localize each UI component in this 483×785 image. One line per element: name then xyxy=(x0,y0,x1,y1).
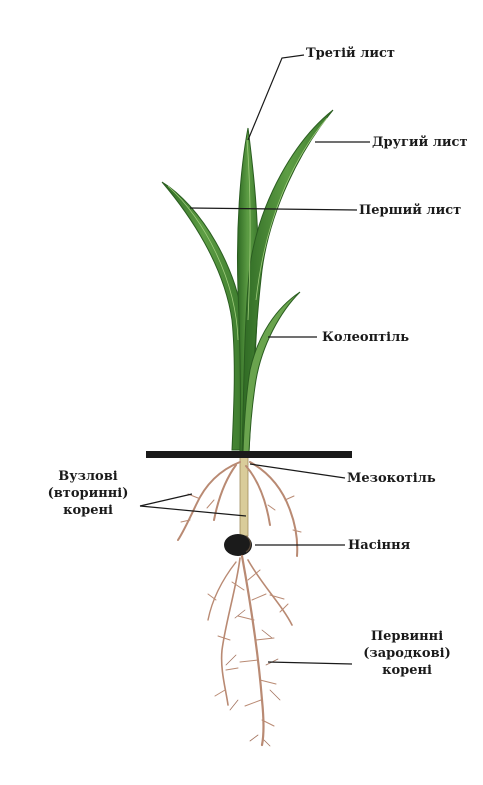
ground-line xyxy=(146,451,352,458)
label-primary-roots: Первинні (зародкові) корені xyxy=(352,628,462,679)
label-nodal-roots: Вузлові (вторинні) корені xyxy=(34,468,142,519)
leader-nodal-roots-2 xyxy=(140,506,246,516)
label-primary-roots-line-3: корені xyxy=(352,662,462,679)
label-nodal-roots-line-1: Вузлові xyxy=(34,468,142,485)
label-primary-roots-line-1: Первинні xyxy=(352,628,462,645)
leader-nodal-roots-1 xyxy=(140,494,192,506)
label-mesocotyl: Мезокотіль xyxy=(347,470,436,487)
leader-third-leaf xyxy=(248,55,304,140)
first-leaf-shape xyxy=(162,182,245,450)
plant-shoot xyxy=(162,110,333,452)
label-primary-roots-line-2: (зародкові) xyxy=(352,645,462,662)
label-first-leaf: Перший лист xyxy=(359,202,461,219)
leader-primary-roots xyxy=(268,662,352,664)
label-third-leaf: Третій лист xyxy=(306,45,395,62)
label-nodal-roots-line-2: (вторинні) xyxy=(34,485,142,502)
primary-roots xyxy=(208,556,292,746)
label-nodal-roots-line-3: корені xyxy=(34,502,142,519)
second-leaf-shape xyxy=(242,110,333,452)
label-second-leaf: Другий лист xyxy=(372,134,468,151)
label-coleoptile: Колеоптіль xyxy=(322,329,409,346)
label-seed: Насіння xyxy=(348,537,410,554)
